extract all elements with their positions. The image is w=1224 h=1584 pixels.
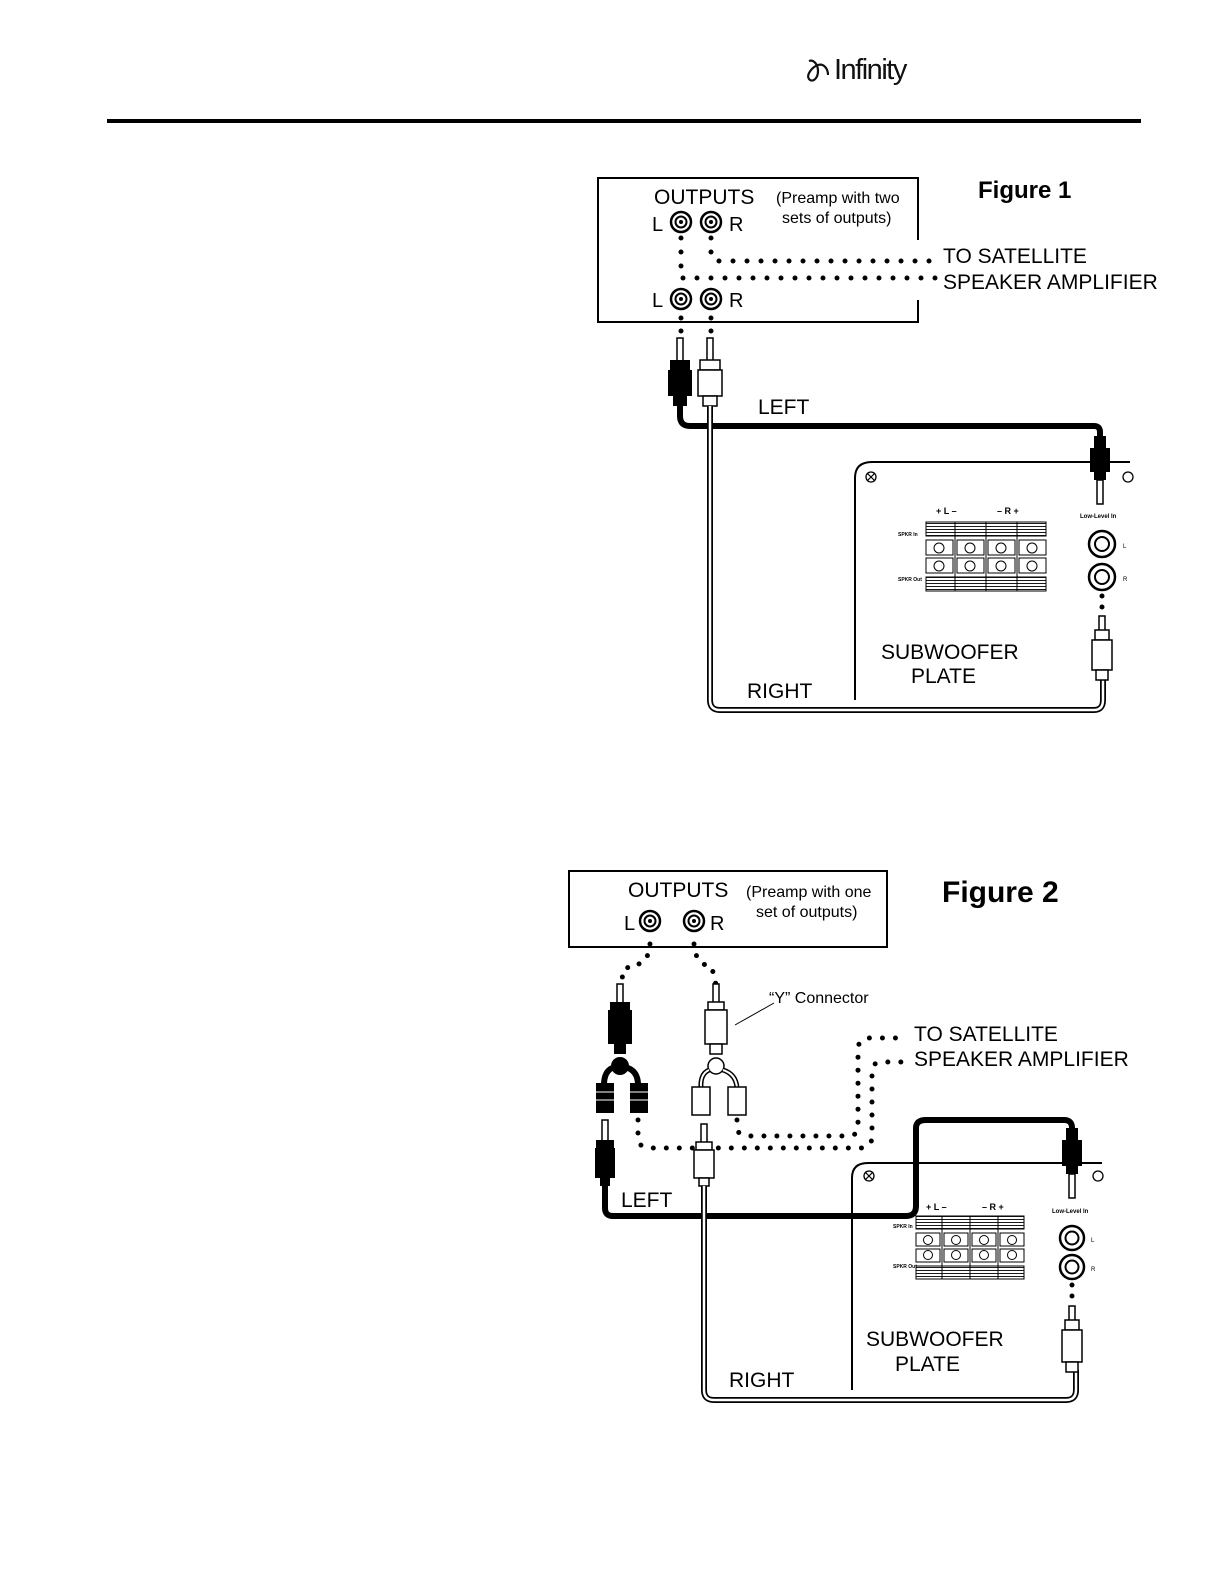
satellite-label-2: SPEAKER AMPLIFIER <box>943 271 1158 294</box>
left-cable-label-2: LEFT <box>621 1189 673 1212</box>
header-rule <box>107 119 1141 123</box>
preamp-box <box>597 177 919 323</box>
preamp-note-1: (Preamp with two <box>776 190 900 207</box>
rca-plug-right-lower <box>693 1123 715 1187</box>
brand-name: Infinity <box>834 53 907 86</box>
figure-1-title: Figure 1 <box>978 177 1071 204</box>
left-cable-2 <box>602 1117 1075 1219</box>
subwoofer-plate-2 <box>851 1162 1102 1390</box>
jack-r-label-bottom: R <box>729 290 743 312</box>
low-level-in-label: Low-Level In <box>1080 514 1117 520</box>
low-level-jack-r-2 <box>1058 1253 1086 1281</box>
figure-2: Figure 2 OUTPUTS (Preamp with one set of… <box>568 870 1129 1403</box>
jack-l-label-bottom: L <box>652 290 663 312</box>
rca-plug-left-lower <box>595 1119 615 1186</box>
rca-plug-right-white <box>697 337 723 407</box>
satellite-dotted-l <box>678 235 943 281</box>
rca-jack-l-2 <box>638 909 662 933</box>
satellite-label-1: TO SATELLITE <box>943 245 1087 268</box>
rca-jack-l-bottom <box>669 287 693 311</box>
jack-l-label-2: L <box>624 913 635 935</box>
spkr-out-label-2: SPKR Out <box>893 1264 917 1270</box>
brand-logo: Infinity <box>806 52 907 88</box>
subwoofer-plate <box>854 461 1130 700</box>
plate-plug-right-white-2 <box>1061 1305 1083 1373</box>
plate-plug-right-white <box>1091 615 1113 681</box>
low-level-jack-l <box>1087 529 1117 559</box>
outputs-label-2: OUTPUTS <box>628 879 728 902</box>
plate-plug-left-black <box>1090 436 1110 505</box>
y-connector-right-white <box>691 983 747 1116</box>
spkr-out-label: SPKR Out <box>898 577 922 583</box>
right-cable-label: RIGHT <box>747 680 813 703</box>
plate-label-2: PLATE <box>911 665 976 688</box>
low-level-jack-r <box>1087 562 1117 592</box>
left-cable <box>677 406 1103 440</box>
rca-jack-r-top <box>699 210 723 234</box>
spkr-in-label-2: SPKR In <box>893 1224 913 1230</box>
plate-plug-left-black-2 <box>1062 1128 1082 1199</box>
low-level-in-label-2: Low-Level In <box>1052 1209 1089 1215</box>
satellite-dotted-2b <box>734 1035 911 1139</box>
jack-l-small-2: L <box>1091 1238 1095 1244</box>
speaker-terminal-block-2 <box>915 1215 1025 1280</box>
figure-2-title: Figure 2 <box>942 876 1059 909</box>
screw-icon <box>1092 1170 1104 1182</box>
jack-r-small: R <box>1123 577 1128 583</box>
preamp-note-2: sets of outputs) <box>782 210 891 227</box>
satellite-label-2-2: SPEAKER AMPLIFIER <box>914 1048 1129 1071</box>
figure-1: Figure 1 OUTPUTS (Preamp with two sets o… <box>597 177 1158 713</box>
rca-jack-r-2 <box>682 909 706 933</box>
preamp-box-2 <box>568 870 888 948</box>
screw-icon <box>1122 471 1134 483</box>
rca-jack-r-bottom <box>699 287 723 311</box>
y-connector-label: “Y” Connector <box>769 990 869 1007</box>
preamp-note-2-1: (Preamp with one <box>746 884 871 901</box>
satellite-dotted-2a <box>635 1059 911 1151</box>
preamp-note-2-2: set of outputs) <box>756 904 857 921</box>
jack-l-small: L <box>1123 544 1127 550</box>
terminals-left-label-2: + L – <box>926 1202 947 1212</box>
left-cable-label: LEFT <box>758 396 810 419</box>
infinity-logo-icon <box>807 59 830 82</box>
satellite-dotted-r <box>708 235 943 264</box>
rca-jack-l-top <box>669 210 693 234</box>
terminals-right-label: – R + <box>997 506 1019 516</box>
terminals-right-label-2: – R + <box>982 1202 1004 1212</box>
jack-l-label-top: L <box>652 214 663 236</box>
terminals-left-label: + L – <box>936 506 957 516</box>
jack-r-small-2: R <box>1091 1267 1096 1273</box>
plate-label-2-2: PLATE <box>895 1353 960 1376</box>
jack-r-label-2: R <box>710 913 724 935</box>
y-connector-left-black <box>596 983 648 1113</box>
plate-label-2-1: SUBWOOFER <box>866 1328 1004 1351</box>
rca-plug-left-black <box>668 337 692 406</box>
screw-icon <box>863 1170 875 1182</box>
speaker-terminal-block <box>925 521 1047 592</box>
outputs-label: OUTPUTS <box>654 186 754 209</box>
jack-r-label-top: R <box>729 214 743 236</box>
screw-icon <box>865 471 877 483</box>
spkr-in-label: SPKR In <box>898 532 918 538</box>
right-cable-label-2: RIGHT <box>729 1369 795 1392</box>
low-level-jack-l-2 <box>1058 1224 1086 1252</box>
satellite-label-2-1: TO SATELLITE <box>914 1023 1058 1046</box>
plate-label-1: SUBWOOFER <box>881 641 1019 664</box>
